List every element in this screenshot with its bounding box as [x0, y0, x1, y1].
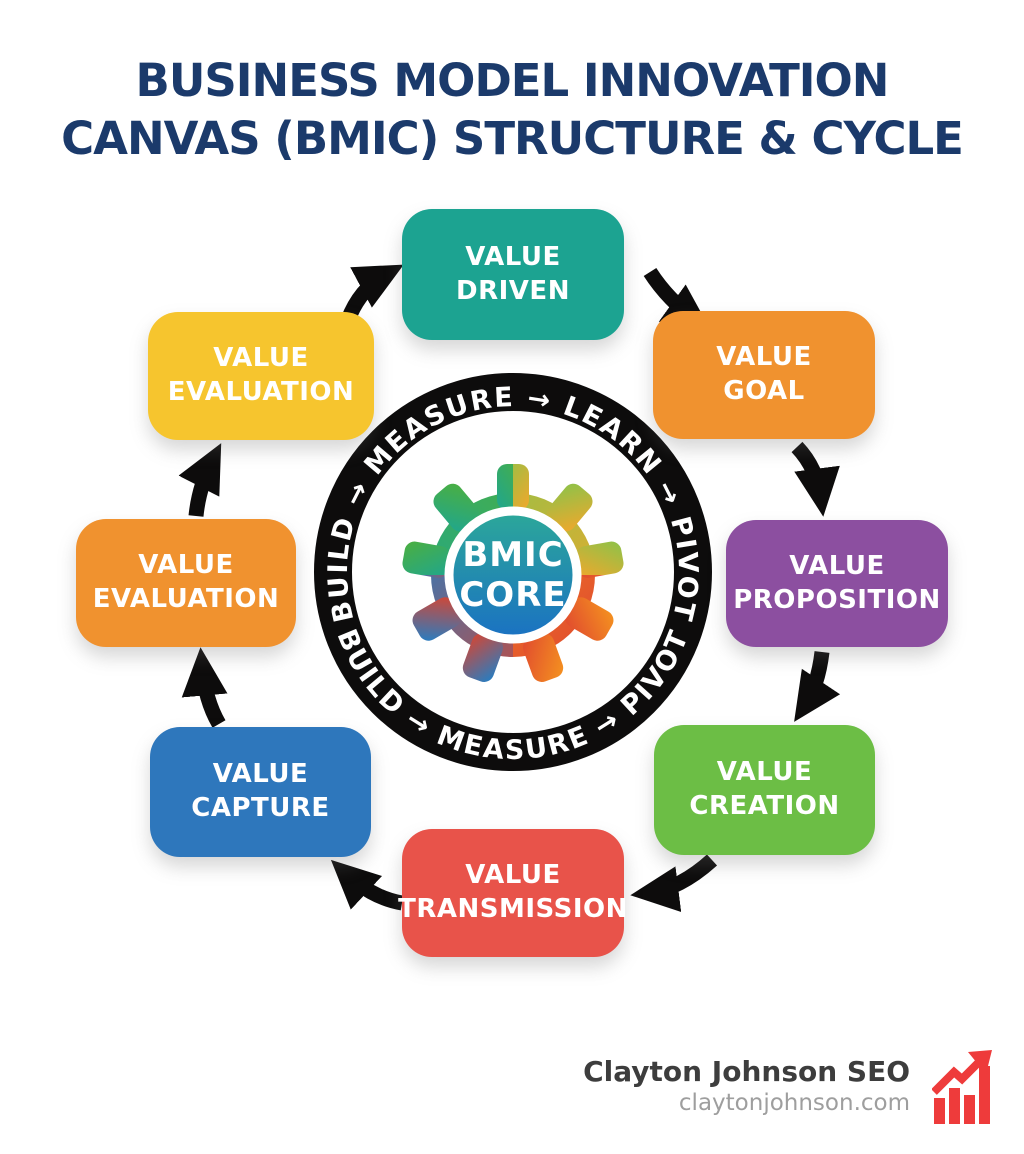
node-value-evaluation-top-left: VALUE EVALUATION: [148, 312, 374, 440]
rising-bar-chart-icon: [932, 1050, 992, 1124]
node-label: GOAL: [723, 376, 805, 406]
arrow-transmission-to-capture: [330, 859, 404, 911]
node-value-capture: VALUE CAPTURE: [150, 727, 371, 857]
node-label: VALUE: [716, 342, 812, 373]
node-label: VALUE: [212, 759, 309, 790]
node-label: VALUE: [213, 343, 309, 374]
arrow-capture-to-evaluation: [181, 647, 228, 728]
node-value-driven: VALUE DRIVEN: [402, 209, 624, 340]
brand-name: Clayton Johnson SEO: [583, 1055, 910, 1089]
node-label: VALUE: [465, 860, 561, 891]
arrow-goal-to-proposition: [791, 441, 840, 517]
page-title-line1: BUSINESS MODEL INNOVATION: [135, 54, 890, 107]
node-label: CAPTURE: [191, 793, 330, 823]
page-title: BUSINESS MODEL INNOVATION CANVAS (BMIC) …: [0, 52, 1024, 167]
node-label: TRANSMISSION: [398, 894, 628, 924]
node-label: VALUE: [716, 757, 813, 788]
node-value-evaluation-left: VALUE EVALUATION: [76, 519, 296, 647]
node-label: EVALUATION: [167, 377, 355, 407]
node-label: DRIVEN: [456, 275, 570, 306]
ring-circle: [314, 373, 712, 771]
page-title-line2: CANVAS (BMIC) STRUCTURE & CYCLE: [61, 111, 964, 165]
node-label: VALUE: [465, 241, 561, 272]
footer-branding: Clayton Johnson SEO claytonjohnson.com: [583, 1048, 994, 1126]
node-label: CREATION: [689, 791, 840, 821]
node-label: VALUE: [138, 550, 234, 581]
bmic-core-label-line1: BMIC: [462, 535, 563, 575]
gradient-gear-icon: BMIC CORE: [400, 464, 626, 685]
bmic-core-label-line2: CORE: [459, 575, 566, 615]
arrow-proposition-to-creation: [794, 651, 841, 722]
arrow-evaluation-to-evaluation: [178, 443, 222, 517]
arrow-creation-to-transmission: [630, 854, 718, 912]
node-label: EVALUATION: [92, 584, 280, 614]
node-value-goal: VALUE GOAL: [653, 311, 875, 439]
node-value-transmission: VALUE TRANSMISSION: [398, 829, 627, 957]
node-label: PROPOSITION: [733, 584, 941, 615]
node-value-proposition: VALUE PROPOSITION: [726, 520, 948, 647]
node-label: VALUE: [789, 550, 885, 581]
brand-website: claytonjohnson.com: [678, 1089, 910, 1116]
node-value-creation: VALUE CREATION: [654, 725, 875, 855]
bmic-core-circle: [444, 506, 582, 644]
